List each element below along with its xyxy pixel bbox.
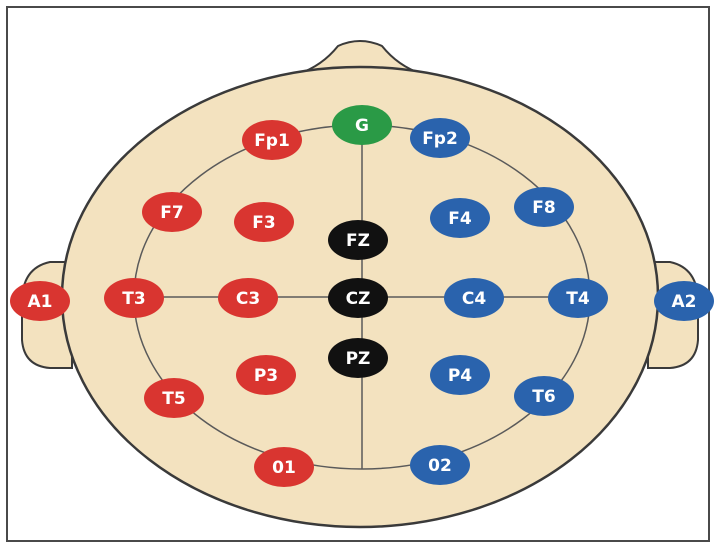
electrode-fz: FZ bbox=[328, 220, 388, 260]
electrode-label: 01 bbox=[272, 458, 296, 478]
electrode-fp2: Fp2 bbox=[410, 118, 470, 158]
electrode-pz: PZ bbox=[328, 338, 388, 378]
electrode-o1: 01 bbox=[254, 447, 314, 487]
electrode-t6: T6 bbox=[514, 376, 574, 416]
electrode-label: P3 bbox=[254, 366, 278, 386]
electrode-f4: F4 bbox=[430, 198, 490, 238]
electrode-p4: P4 bbox=[430, 355, 490, 395]
electrode-c3: C3 bbox=[218, 278, 278, 318]
electrode-f8: F8 bbox=[514, 187, 574, 227]
electrode-label: A1 bbox=[28, 292, 53, 312]
electrode-label: T6 bbox=[532, 387, 555, 407]
electrode-label: F7 bbox=[160, 203, 183, 223]
electrode-label: A2 bbox=[672, 292, 697, 312]
electrode-label: 02 bbox=[428, 456, 452, 476]
electrode-label: F3 bbox=[252, 213, 275, 233]
electrode-label: T3 bbox=[122, 289, 145, 309]
electrode-label: F8 bbox=[532, 198, 555, 218]
electrode-label: C4 bbox=[462, 289, 486, 309]
electrode-fp1: Fp1 bbox=[242, 120, 302, 160]
electrode-t4: T4 bbox=[548, 278, 608, 318]
electrode-t3: T3 bbox=[104, 278, 164, 318]
electrode-o2: 02 bbox=[410, 445, 470, 485]
electrode-label: PZ bbox=[346, 349, 371, 369]
electrode-label: CZ bbox=[346, 289, 371, 309]
electrode-label: C3 bbox=[236, 289, 260, 309]
electrode-t5: T5 bbox=[144, 378, 204, 418]
electrode-f7: F7 bbox=[142, 192, 202, 232]
electrode-label: Fp1 bbox=[254, 131, 290, 151]
electrode-a1: A1 bbox=[10, 281, 70, 321]
electrode-label: F4 bbox=[448, 209, 472, 229]
electrode-g: G bbox=[332, 105, 392, 145]
electrode-label: G bbox=[355, 116, 369, 136]
electrode-label: T5 bbox=[162, 389, 185, 409]
electrode-a2: A2 bbox=[654, 281, 714, 321]
electrode-label: P4 bbox=[448, 366, 472, 386]
electrode-f3: F3 bbox=[234, 202, 294, 242]
electrode-p3: P3 bbox=[236, 355, 296, 395]
electrode-label: FZ bbox=[346, 231, 370, 251]
electrode-cz: CZ bbox=[328, 278, 388, 318]
electrode-label: Fp2 bbox=[422, 129, 458, 149]
electrode-c4: C4 bbox=[444, 278, 504, 318]
electrode-label: T4 bbox=[566, 289, 590, 309]
